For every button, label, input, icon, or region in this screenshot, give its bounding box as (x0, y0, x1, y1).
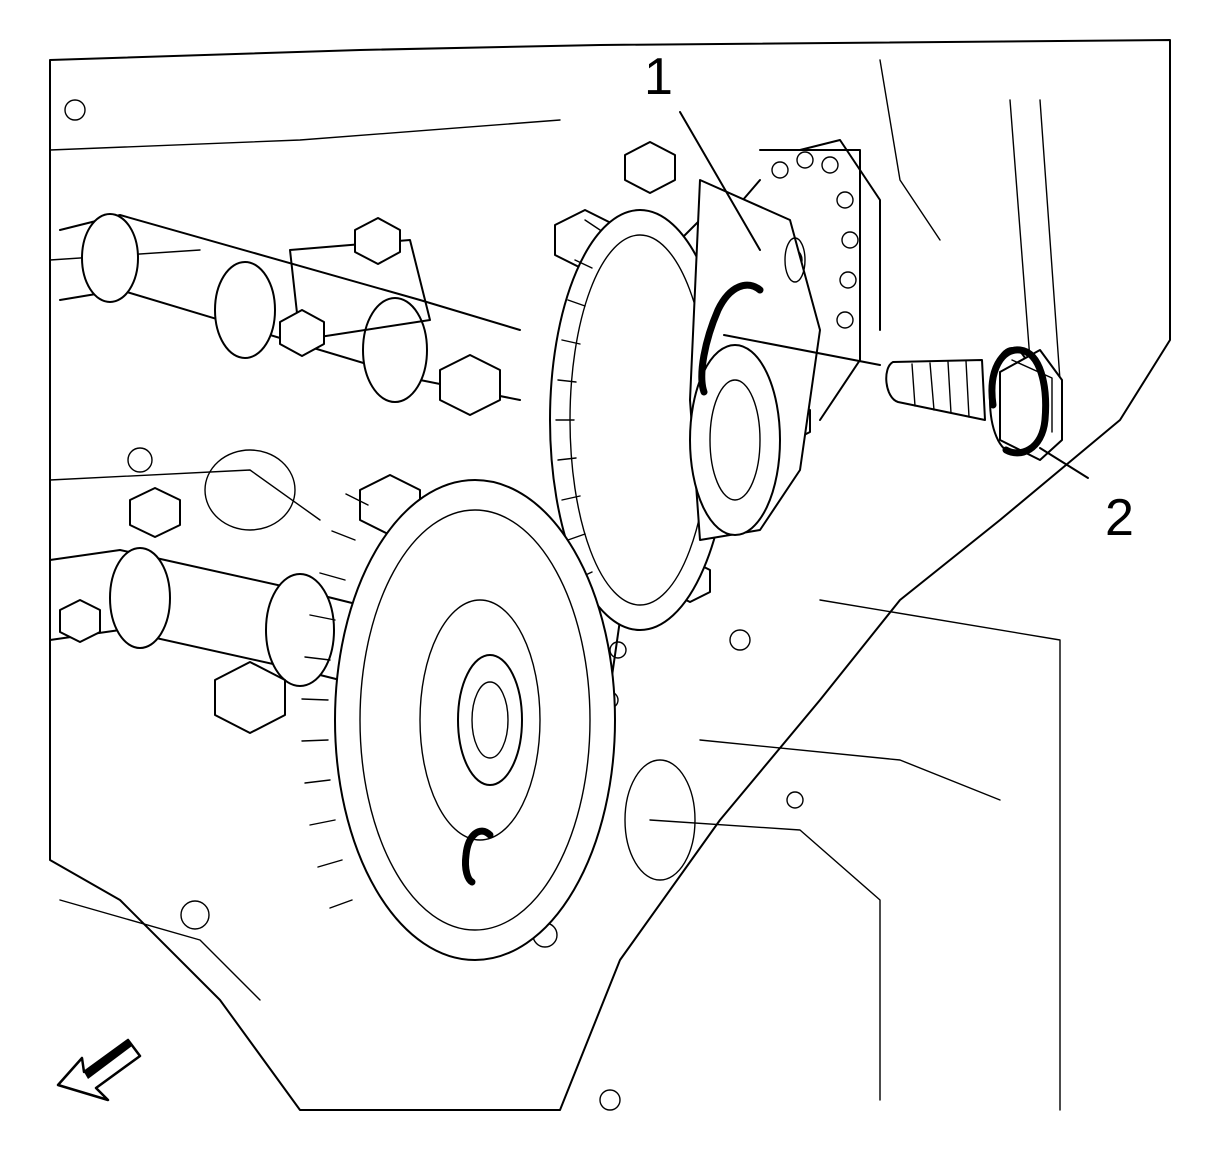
chain-guide-plate (689, 179, 821, 541)
cylinder-head-outline (49, 39, 1171, 1111)
callout-1-leader (679, 111, 761, 251)
upper-cam-sprocket (549, 209, 731, 631)
callout-1-label: 1 (644, 48, 673, 106)
callout-2-leader (1039, 447, 1089, 479)
head-holes (64, 99, 804, 1111)
upper-bolt-location-highlight (698, 281, 764, 396)
lower-cam-gear (301, 479, 616, 961)
timing-bolt (885, 346, 1063, 461)
bolt-location-highlights (462, 281, 764, 886)
front-direction-arrow-icon (56, 1038, 142, 1102)
callout-2-label: 2 (1105, 489, 1134, 547)
installation-leader-line (723, 334, 881, 366)
upper-camshaft (59, 213, 521, 403)
lower-bolt-location-highlight (462, 827, 494, 886)
